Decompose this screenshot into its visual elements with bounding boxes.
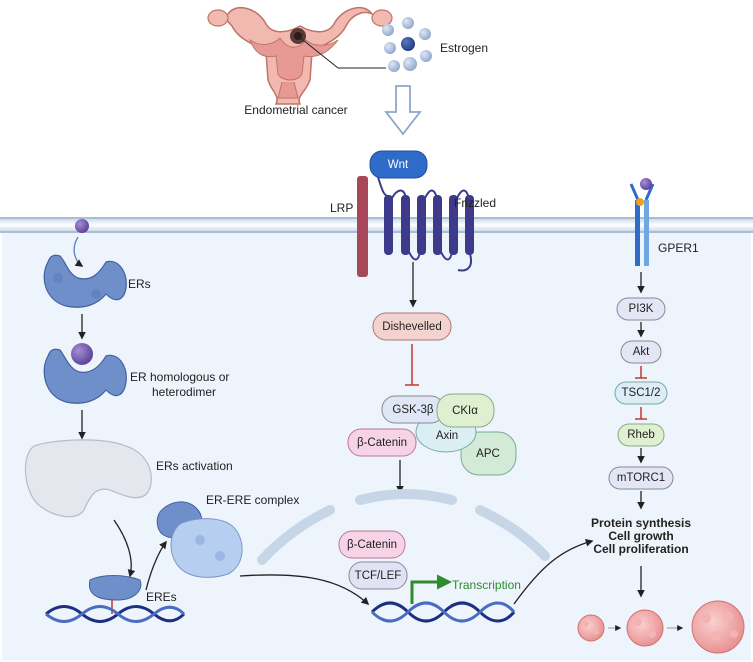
- dishevelled-node: [372, 312, 452, 341]
- ckia-node: [436, 393, 495, 428]
- dna-helix-center: [370, 601, 516, 623]
- beta-catenin-cyto-label: β-Catenin: [357, 437, 407, 449]
- er-on-ere-icon: [88, 575, 142, 614]
- complex-label: ER-ERE complex: [206, 493, 299, 507]
- dna-helix-left: [45, 605, 186, 623]
- complex-to-dna-arrow: [239, 574, 370, 606]
- ers-label: ERs: [128, 277, 151, 291]
- endometrial-cancer-label: Endometrial cancer: [244, 103, 347, 117]
- eres-label: EREs: [146, 590, 177, 604]
- gsk3b-label: GSK-3β: [392, 404, 434, 416]
- apc-label: APC: [476, 448, 500, 460]
- beta-catenin-cyto-node: [347, 428, 417, 457]
- activation-label: ERs activation: [156, 459, 233, 473]
- tcf-lef-node: [348, 561, 408, 590]
- uterus-icon: [207, 6, 393, 105]
- inhibition-arrow-gsk: [405, 344, 419, 386]
- wnt-ligand: [369, 150, 428, 179]
- axin-label: Axin: [436, 430, 458, 442]
- pi3k-label: PI3K: [629, 303, 654, 315]
- estrogen-molecules-icon: [382, 17, 432, 72]
- beta-catenin-nuc-node: [338, 530, 406, 559]
- lrp-label: LRP: [330, 201, 353, 215]
- gper1-label: GPER1: [658, 241, 699, 255]
- dimer-label-line1: ER homologous or: [130, 370, 229, 384]
- estrogen-label: Estrogen: [440, 41, 488, 55]
- tsc-node: [614, 381, 668, 405]
- frizzled-label: Frizzled: [454, 196, 496, 210]
- transcription-label: Transcription: [452, 578, 521, 592]
- outcome-protein-synthesis: Protein synthesis: [591, 516, 691, 530]
- tumor-callout-line: [297, 35, 339, 69]
- er-activation-shape: [24, 439, 152, 518]
- lrp-receptor: [357, 176, 368, 277]
- akt-node: [620, 340, 662, 364]
- mtorc1-label: mTORC1: [617, 472, 665, 484]
- ckia-label: CKIα: [452, 405, 478, 417]
- dimer-label-line2: heterodimer: [152, 385, 216, 399]
- dna-to-outcome-arrow: [513, 538, 594, 605]
- er-monomer-icon: [43, 254, 127, 308]
- rheb-node: [617, 423, 665, 447]
- estrogen-molecule-left: [75, 219, 89, 233]
- apc-node: [460, 431, 517, 476]
- outcome-cell-growth: Cell growth: [608, 529, 673, 543]
- tcf-lef-label: TCF/LEF: [355, 570, 402, 582]
- inhibition-rheb: [635, 407, 647, 420]
- pi3k-node: [616, 297, 666, 321]
- wnt-label: Wnt: [388, 159, 409, 171]
- cell-membrane: [0, 217, 753, 233]
- tsc-label: TSC1/2: [622, 387, 661, 399]
- er-ere-complex-icon: [156, 501, 243, 578]
- beta-catenin-nuc-label: β-Catenin: [347, 539, 397, 551]
- mtorc1-node: [608, 466, 674, 490]
- er-dimer-icon: [43, 343, 127, 404]
- transcription-arrow: [410, 574, 452, 604]
- frizzled-receptor: [377, 176, 474, 272]
- nuclear-envelope: [257, 489, 550, 565]
- gper1-receptor: [629, 178, 655, 266]
- down-hollow-arrow: [384, 85, 422, 136]
- dishevelled-label: Dishevelled: [382, 321, 441, 333]
- tumor-growth-icons: [577, 600, 745, 654]
- rheb-label: Rheb: [627, 429, 655, 441]
- akt-label: Akt: [633, 346, 650, 358]
- outcome-cell-proliferation: Cell proliferation: [593, 542, 688, 556]
- inhibition-tsc: [635, 366, 647, 379]
